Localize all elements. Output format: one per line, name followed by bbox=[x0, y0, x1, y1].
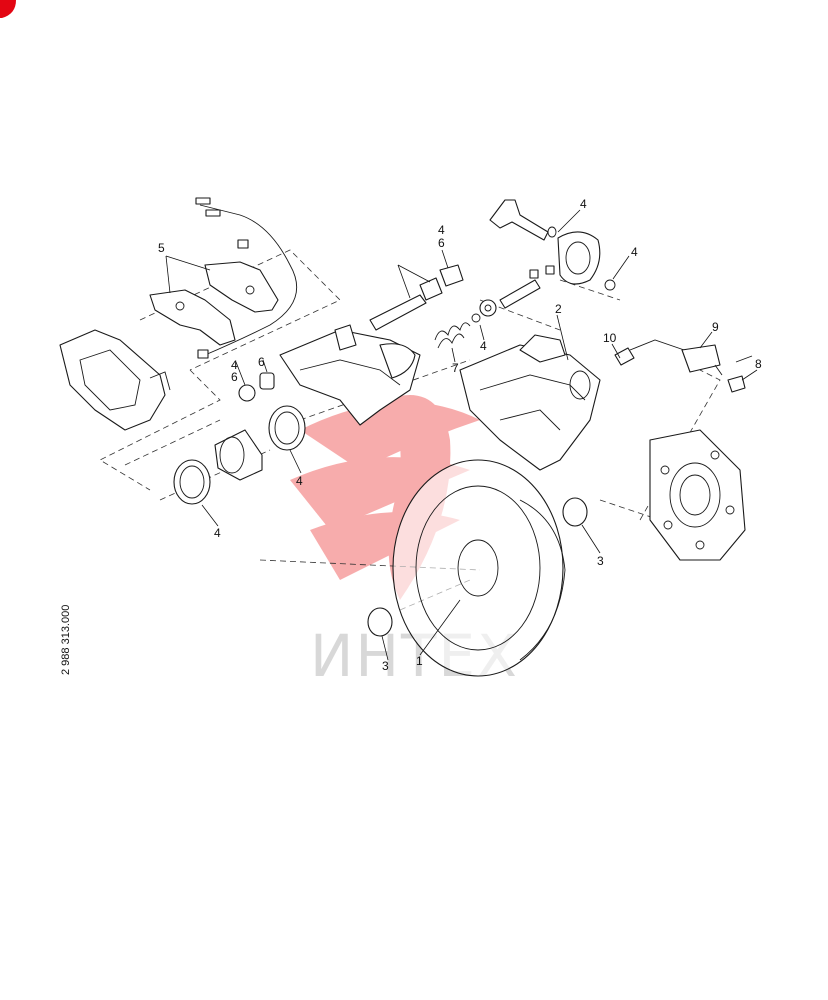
pipe-and-boot bbox=[489, 199, 616, 291]
caliper-housing-exploded bbox=[279, 265, 555, 426]
wear-sensor-cable bbox=[195, 197, 298, 359]
callout-4: 4 bbox=[480, 339, 487, 353]
caliper-carrier bbox=[59, 329, 171, 431]
caliper-assembled bbox=[459, 334, 601, 471]
callout-8: 8 bbox=[755, 357, 762, 371]
callout-6: 6 bbox=[231, 370, 238, 384]
guide-pins bbox=[238, 264, 464, 402]
circlips bbox=[367, 497, 588, 637]
callout-4: 4 bbox=[296, 474, 303, 488]
callout-6: 6 bbox=[438, 236, 445, 250]
callout-3: 3 bbox=[382, 659, 389, 673]
drawing-number: 2 988 313.000 bbox=[60, 605, 72, 675]
piston-assembly bbox=[173, 405, 306, 505]
brake-disc bbox=[392, 459, 566, 677]
leader-lines bbox=[165, 209, 758, 661]
callout-10: 10 bbox=[603, 331, 617, 345]
callout-9: 9 bbox=[712, 320, 719, 334]
callout-4: 4 bbox=[580, 197, 587, 211]
callout-1: 1 bbox=[416, 654, 423, 668]
callout-4: 4 bbox=[438, 223, 445, 237]
callout-7: 7 bbox=[452, 361, 459, 375]
corner-badge bbox=[0, 0, 16, 18]
sensor-and-bleeder bbox=[614, 339, 753, 393]
callout-2: 2 bbox=[555, 302, 562, 316]
callout-4: 4 bbox=[231, 358, 238, 372]
callout-5: 5 bbox=[158, 241, 165, 255]
hub-flange bbox=[649, 429, 746, 561]
callout-6: 6 bbox=[258, 355, 265, 369]
callout-4: 4 bbox=[631, 245, 638, 259]
callout-4: 4 bbox=[214, 526, 221, 540]
callouts: 5 6 4 6 4 4 4 6 7 4 4 2 4 10 9 8 3 3 1 bbox=[158, 197, 762, 673]
brake-pads bbox=[149, 261, 279, 346]
callout-3: 3 bbox=[597, 554, 604, 568]
